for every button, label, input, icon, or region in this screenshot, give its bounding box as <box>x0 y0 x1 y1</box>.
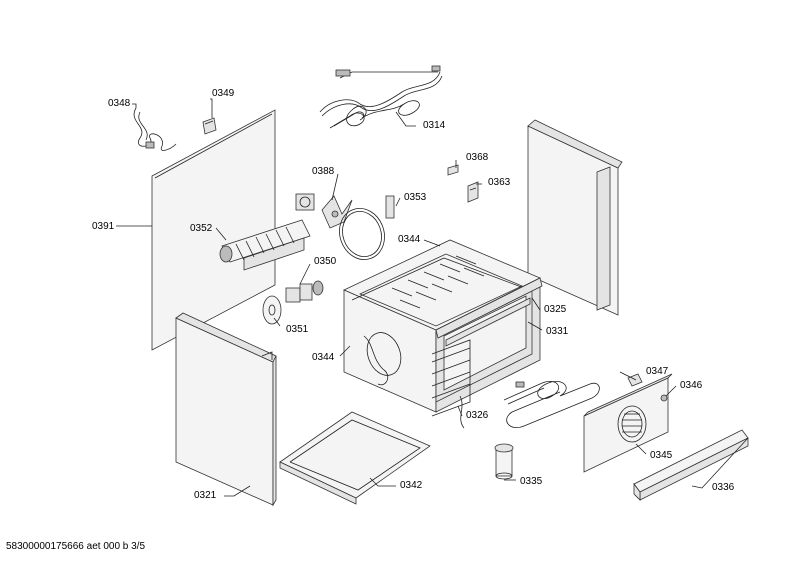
part-fan-motor <box>295 193 315 211</box>
label-0368: 0368 <box>466 152 489 163</box>
label-0348: 0348 <box>108 98 131 109</box>
part-0321-side-panel <box>175 312 277 507</box>
part-0331-seal <box>445 297 531 347</box>
part-0314-grill-element <box>319 65 443 129</box>
label-0351: 0351 <box>286 324 309 335</box>
label-0391: 0391 <box>92 221 115 232</box>
part-right-side-panel <box>527 119 623 316</box>
label-0326: 0326 <box>466 410 489 421</box>
label-0342: 0342 <box>400 480 423 491</box>
part-bottom-element <box>503 380 600 428</box>
part-0348-power-cable <box>133 107 177 151</box>
part-0352-tangential-fan <box>219 219 311 271</box>
part-0345-cover-plate <box>583 373 673 473</box>
label-0353: 0353 <box>404 192 427 203</box>
label-0346: 0346 <box>680 380 703 391</box>
document-id-footer: 58300000175666 aet 000 b 3/5 <box>6 541 146 552</box>
part-0368-sensor <box>447 164 459 176</box>
label-0350: 0350 <box>314 256 337 267</box>
part-0391-back-panel <box>151 109 276 351</box>
label-0345: 0345 <box>650 450 673 461</box>
part-0325-frame <box>435 277 543 339</box>
part-0351-washer <box>262 295 282 325</box>
label-0363: 0363 <box>488 177 511 188</box>
part-0326-side-rack <box>431 339 471 429</box>
label-0349: 0349 <box>212 88 235 99</box>
part-0347-lamp <box>627 373 643 387</box>
leader-lines <box>116 98 749 497</box>
label-0321: 0321 <box>194 490 217 501</box>
part-0344-oven-cavity <box>343 239 541 413</box>
label-0335: 0335 <box>520 476 543 487</box>
part-0346-screw <box>660 394 668 402</box>
label-0344-bottom: 0344 <box>312 352 335 363</box>
part-0353-gasket-ring <box>339 195 395 260</box>
part-0350-coupling <box>285 280 324 303</box>
label-0325: 0325 <box>544 304 567 315</box>
label-0314: 0314 <box>423 120 446 131</box>
part-0342-baking-tray <box>279 411 431 505</box>
label-0352: 0352 <box>190 223 213 234</box>
label-0344-top: 0344 <box>398 234 421 245</box>
part-0335-foot <box>494 443 514 480</box>
part-0349-clip <box>202 117 217 135</box>
label-0331: 0331 <box>546 326 569 337</box>
part-0388-fan <box>321 195 353 229</box>
label-0388: 0388 <box>312 166 335 177</box>
part-0363-bracket <box>467 181 479 203</box>
label-0336: 0336 <box>712 482 735 493</box>
label-0347: 0347 <box>646 366 669 377</box>
